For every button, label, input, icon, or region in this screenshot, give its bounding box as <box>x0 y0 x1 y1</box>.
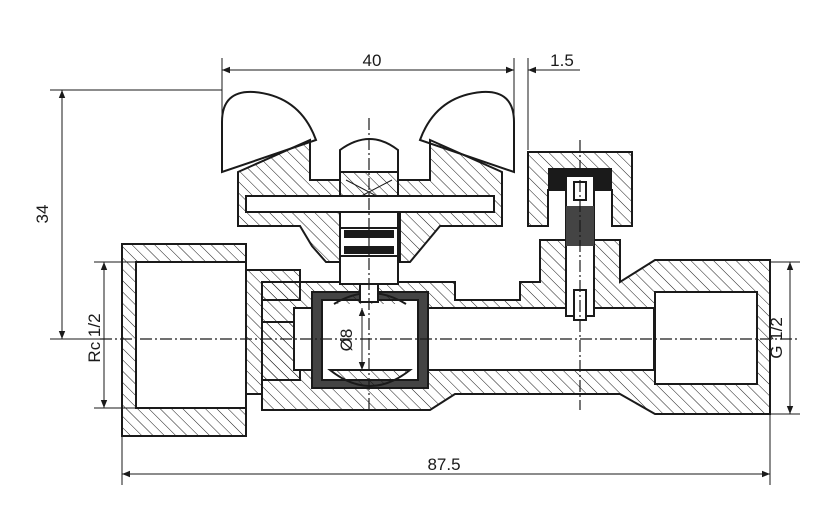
dim-label-bore: Ø8 <box>337 329 356 352</box>
dim-label-40: 40 <box>363 51 382 70</box>
dim-label-rc-1-2: Rc 1/2 <box>85 313 104 362</box>
centre-lines <box>100 118 800 410</box>
dimension-height-34 <box>50 89 222 340</box>
dimension-outlet-thread <box>770 261 800 415</box>
dim-label-87-5: 87.5 <box>427 455 460 474</box>
dim-label-1-5: 1.5 <box>550 51 574 70</box>
butterfly-handle <box>221 90 515 263</box>
dimension-offset-1-5 <box>490 58 580 150</box>
dim-label-34: 34 <box>33 205 52 224</box>
dimension-inlet-thread <box>94 261 136 409</box>
ball-assembly <box>311 291 429 389</box>
dimension-top-40 <box>221 58 515 120</box>
valve-body <box>121 239 771 437</box>
dim-label-g-1-2: G 1/2 <box>767 317 786 359</box>
dimension-length-87-5 <box>121 414 771 485</box>
